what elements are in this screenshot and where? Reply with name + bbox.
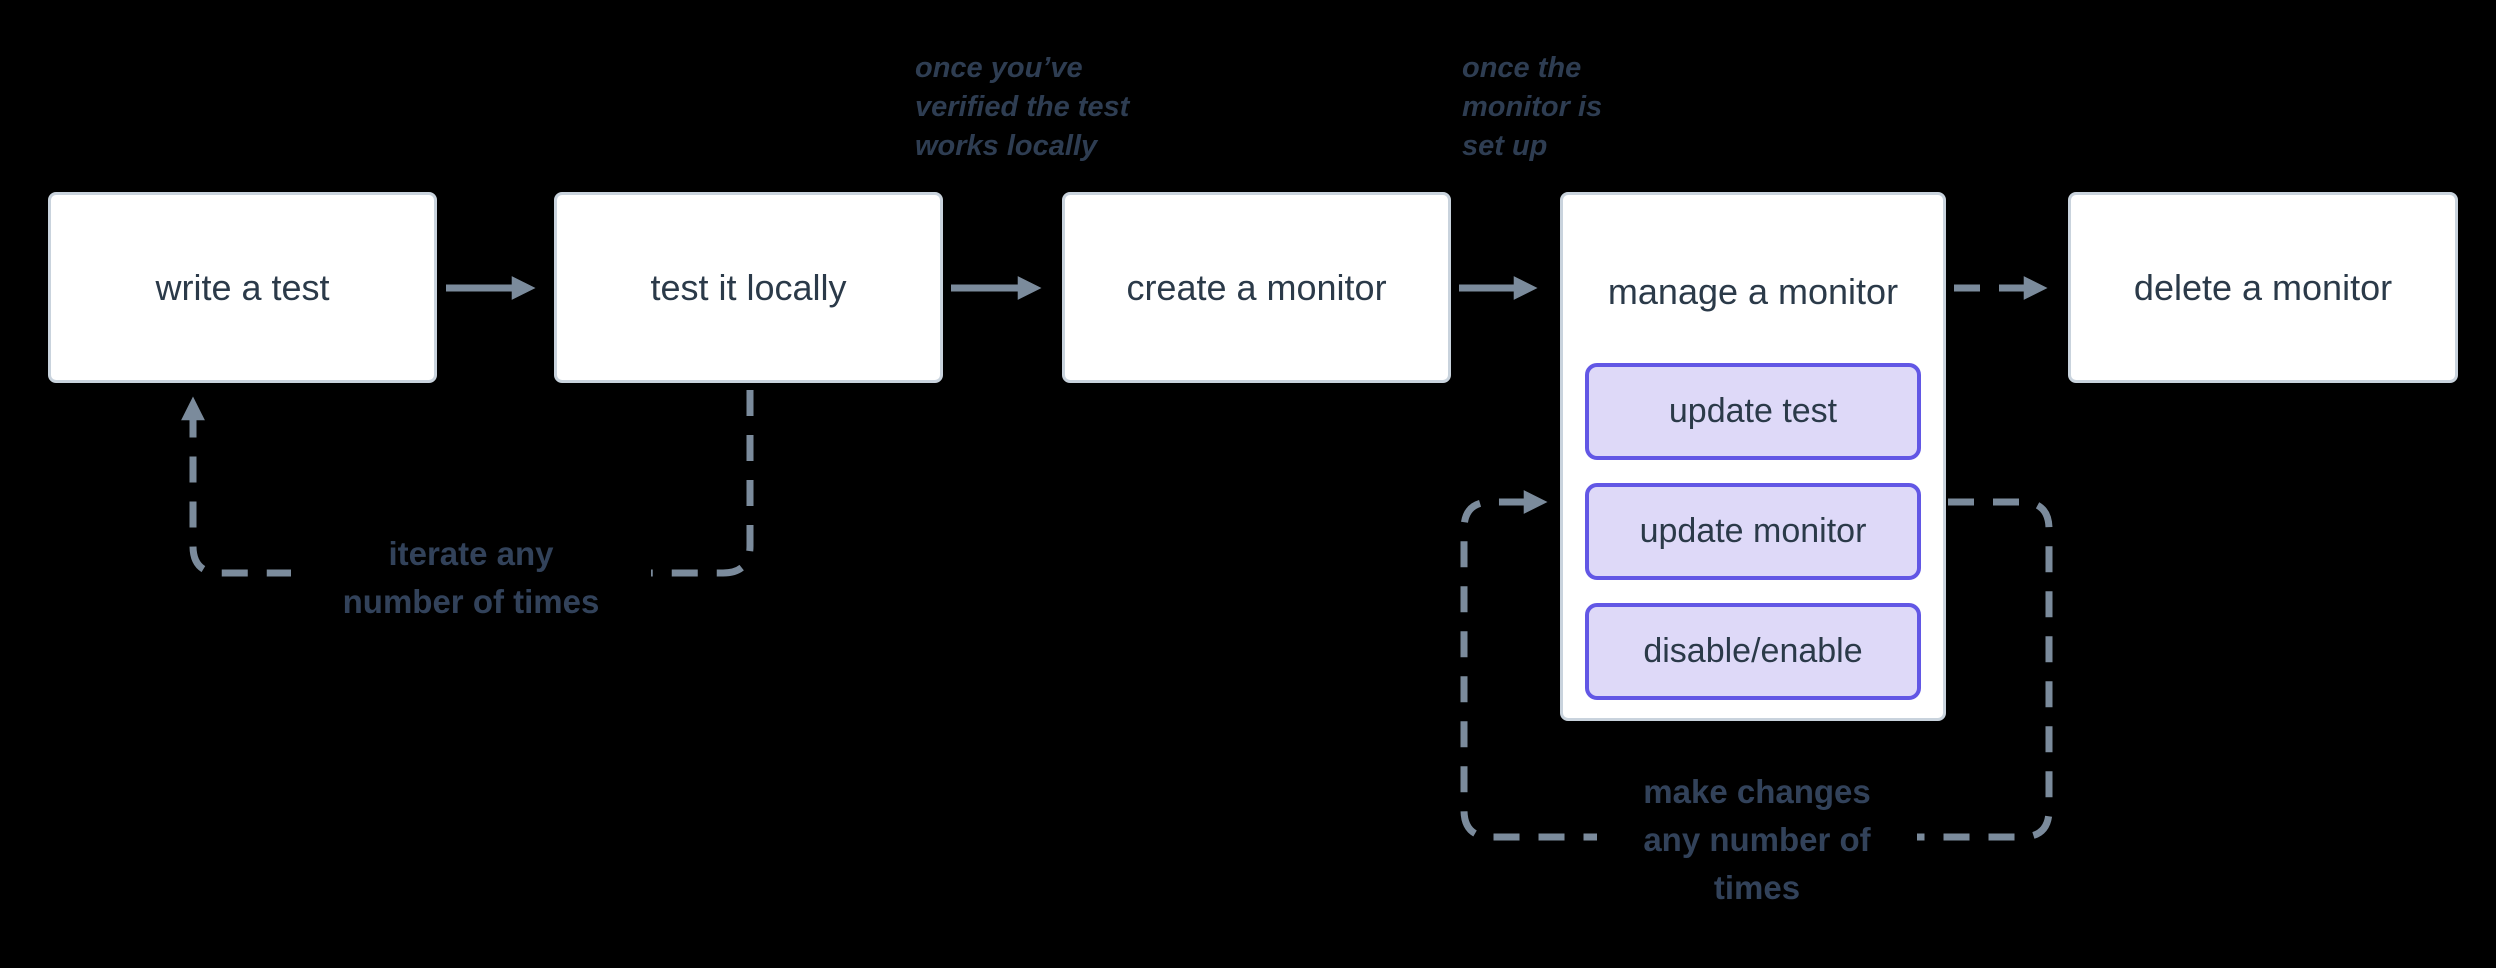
- annotation-line: set up: [1462, 130, 1548, 162]
- loop-label-line: any number of: [1643, 821, 1871, 858]
- node-label: write a test: [155, 266, 330, 308]
- node-label: delete a monitor: [2133, 266, 2393, 308]
- subnode-label: update monitor: [1639, 512, 1867, 550]
- dashed-loop-manage: [1460, 490, 2053, 841]
- node-label: manage a monitor: [1607, 271, 1899, 312]
- loop-label-line: iterate any: [388, 535, 554, 572]
- subnode-disable-enable: disable/enable: [1585, 603, 1921, 700]
- loop-label-line: number of times: [342, 583, 600, 620]
- node-label: test it locally: [650, 266, 847, 308]
- subnode-update-test: update test: [1585, 363, 1921, 460]
- loop-label-line: make changes: [1643, 773, 1871, 810]
- annotation-line: monitor is: [1462, 91, 1603, 123]
- annotation-line: works locally: [915, 130, 1098, 162]
- subnode-update-monitor: update monitor: [1585, 483, 1921, 580]
- annotation-line: verified the test: [915, 91, 1130, 123]
- node-write-a-test: write a test: [48, 192, 437, 383]
- subnode-label: disable/enable: [1643, 632, 1863, 670]
- node-test-it-locally: test it locally: [554, 192, 943, 383]
- node-delete-a-monitor: delete a monitor: [2068, 192, 2458, 383]
- label-iterate-loop: iterate any number of times: [291, 526, 651, 630]
- node-manage-a-monitor: manage a monitor update test update moni…: [1560, 192, 1946, 721]
- node-label: create a monitor: [1126, 266, 1387, 308]
- annotation-line: once the: [1462, 52, 1582, 84]
- annotation-once-set-up: once the monitor is set up: [1462, 49, 1602, 166]
- label-manage-loop: make changes any number of times: [1597, 764, 1917, 916]
- subnode-label: update test: [1668, 392, 1838, 430]
- annotation-line: once you’ve: [915, 52, 1083, 84]
- loop-label-line: times: [1713, 869, 1801, 906]
- annotation-once-verified: once you’ve verified the test works loca…: [915, 49, 1129, 166]
- node-create-a-monitor: create a monitor: [1062, 192, 1451, 383]
